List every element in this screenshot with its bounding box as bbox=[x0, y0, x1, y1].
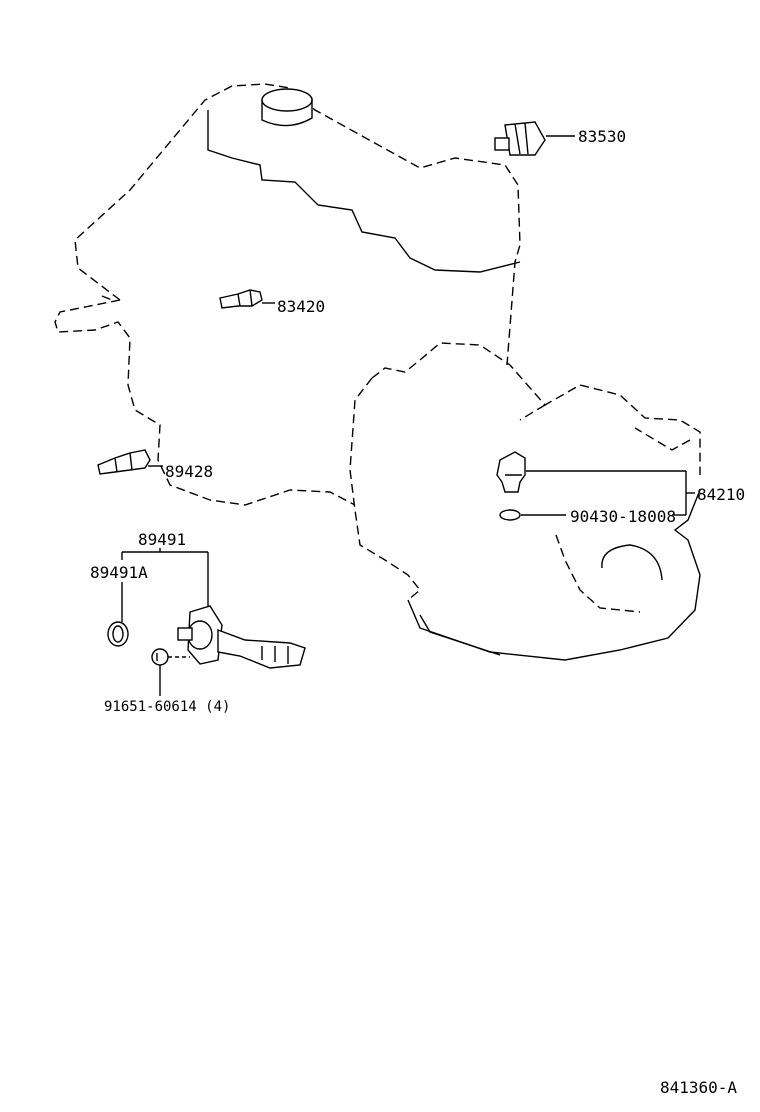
oil-cap bbox=[261, 88, 313, 112]
label-83530: 83530 bbox=[578, 127, 626, 146]
diagram-reference: 841360-A bbox=[660, 1078, 737, 1097]
washer-90430 bbox=[499, 509, 521, 521]
label-89491a: 89491A bbox=[90, 563, 148, 582]
engine-outline bbox=[54, 83, 521, 506]
part-89428: 89428 bbox=[97, 449, 213, 481]
label-89428: 89428 bbox=[165, 462, 213, 481]
label-90430: 90430-18008 bbox=[570, 507, 676, 526]
part-89491: 89491 89491A 91651-60614 (4) bbox=[90, 530, 306, 715]
label-84210: 84210 bbox=[697, 485, 745, 504]
part-83530: 83530 bbox=[494, 121, 626, 156]
label-83420: 83420 bbox=[277, 297, 325, 316]
part-84210: 84210 90430-18008 bbox=[496, 451, 745, 526]
transmission-outline bbox=[349, 342, 701, 661]
label-89491: 89491 bbox=[138, 530, 186, 549]
bolt-91651 bbox=[151, 648, 169, 666]
part-83420: 83420 bbox=[219, 289, 325, 316]
engine-head bbox=[207, 88, 521, 273]
label-91651: 91651-60614 (4) bbox=[104, 699, 230, 715]
